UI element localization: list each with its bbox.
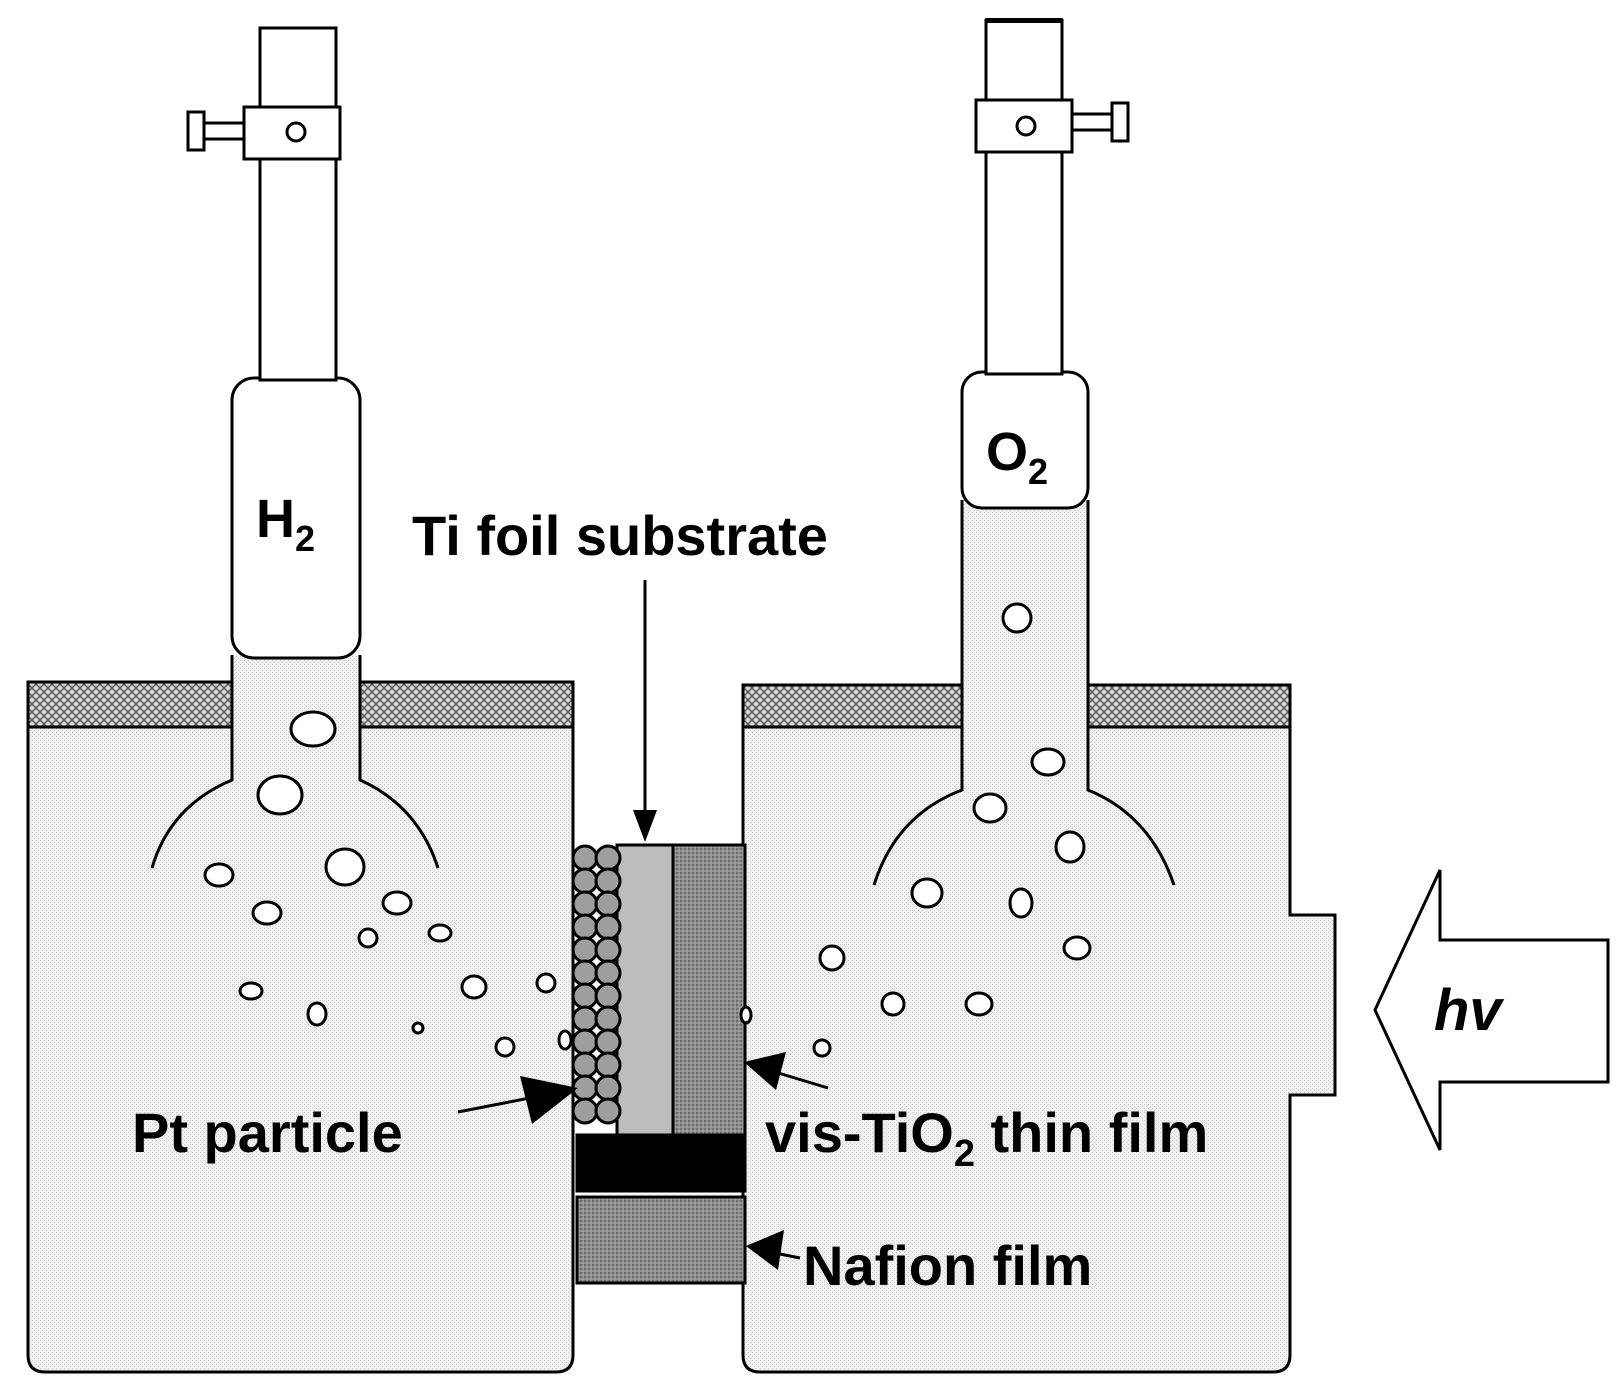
pt-particle (571, 844, 599, 872)
pt-particle (594, 982, 622, 1010)
gas-bubble (812, 1038, 832, 1058)
right-tube-stem (984, 18, 1064, 376)
pt-particle (594, 890, 622, 918)
gas-bubble (1054, 830, 1086, 864)
gas-bubble (306, 1001, 328, 1027)
pt-particle-column (571, 844, 622, 1125)
left-stopcock (186, 105, 342, 161)
gas-bubble (251, 900, 283, 926)
pt-particle (571, 913, 599, 941)
gas-bubble (494, 1036, 516, 1058)
nafion-film-layer (575, 1195, 747, 1285)
gas-bubble (256, 774, 304, 816)
pt-particle (594, 867, 622, 895)
gas-bubble (1001, 602, 1033, 634)
pt-particle (594, 959, 622, 987)
gas-bubble (381, 890, 413, 916)
pt-particle (594, 1051, 622, 1079)
pt-particle (594, 913, 622, 941)
ti-foil-layer (615, 843, 675, 1137)
right-collector-liquid (874, 500, 1174, 885)
vis-tio2-pointer (744, 1052, 829, 1090)
gas-bubble (557, 1029, 573, 1051)
pt-particle (594, 1097, 622, 1125)
pt-particle (594, 1074, 622, 1102)
pt-particle (571, 1028, 599, 1056)
left-compartment-liquid (26, 725, 575, 1374)
pt-particle (571, 959, 599, 987)
pt-particle (571, 936, 599, 964)
right-stopcock (974, 98, 1130, 154)
gas-bubble (972, 792, 1008, 824)
pt-particle-pointer (457, 1076, 578, 1124)
vis-tio2-label: vis-TiO2 thin film (765, 1101, 1208, 1175)
pt-particle (594, 844, 622, 872)
gas-bubble (427, 923, 453, 943)
nafion-pointer (746, 1230, 801, 1270)
left-tube-stem (258, 26, 338, 382)
seal-block (575, 1133, 747, 1193)
electrode-assembly (571, 843, 747, 1285)
pt-particle (571, 1051, 599, 1079)
gas-bubble (357, 927, 379, 949)
right-compartment-liquid (741, 725, 1337, 1374)
gas-bubbles (203, 602, 1092, 1058)
gas-bubble (910, 877, 944, 909)
gas-bubble (238, 981, 264, 1001)
gas-bubble (964, 991, 994, 1017)
pt-particle (571, 982, 599, 1010)
ti-foil-pointer (633, 580, 657, 842)
pt-particle (571, 890, 599, 918)
light-arrow (1373, 869, 1610, 1151)
right-tube-cap (986, 18, 1062, 23)
gas-bubble (324, 847, 366, 887)
pt-particle (571, 1097, 599, 1125)
pt-particle-label: Pt particle (132, 1101, 403, 1164)
pt-particle (594, 936, 622, 964)
pt-particle (571, 1005, 599, 1033)
gas-bubble (739, 1005, 753, 1025)
right-collector-walls (872, 500, 1176, 886)
h2-label: H2 (256, 489, 315, 559)
left-collector-funnel (150, 655, 440, 869)
gas-bubble (880, 991, 906, 1017)
ti-foil-label: Ti foil substrate (412, 504, 828, 567)
gas-bubble (203, 862, 235, 888)
gas-bubble (535, 972, 557, 994)
o2-label: O2 (986, 422, 1048, 492)
gas-bubble (1062, 935, 1092, 961)
pt-particle (594, 1005, 622, 1033)
vis-tio2-layer (671, 843, 747, 1137)
gas-bubble (289, 710, 337, 748)
gas-bubble (1030, 747, 1066, 777)
hv-label: hv (1434, 978, 1504, 1043)
left-collector-liquid (152, 655, 438, 868)
gas-bubble (818, 944, 846, 972)
gas-bubble (411, 1021, 425, 1035)
pt-particle (594, 1028, 622, 1056)
gas-bubble (1008, 887, 1034, 919)
pt-particle (571, 867, 599, 895)
nafion-label: Nafion film (803, 1234, 1092, 1297)
gas-bubble (460, 974, 488, 1000)
